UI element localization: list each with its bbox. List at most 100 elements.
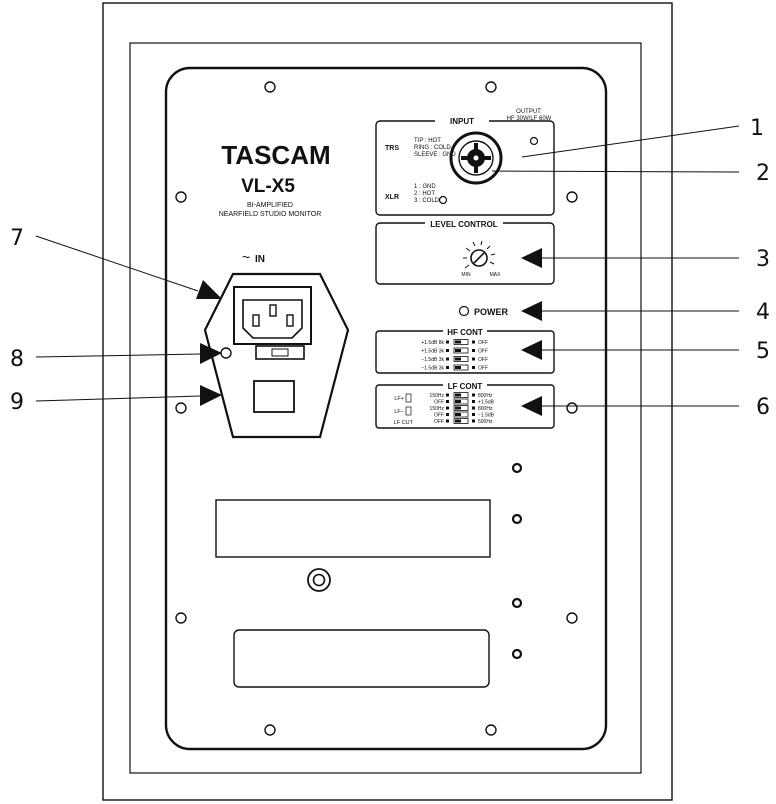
lf-group-minus: LF− (394, 409, 404, 415)
dip-marker (446, 419, 449, 423)
fastener (511, 648, 523, 660)
dip-right-label: OFF (478, 366, 488, 372)
dip-right-label: OFF (478, 349, 488, 355)
power-led (458, 305, 470, 317)
xlr-label: XLR (385, 194, 399, 201)
power-switch[interactable] (253, 380, 295, 413)
level-control-title: LEVEL CONTROL (430, 220, 498, 229)
center-screw-inner (312, 573, 326, 587)
iec-pin-right (286, 314, 294, 327)
power-inlet-housing (203, 272, 350, 439)
screw-hole (485, 81, 497, 93)
dip-switch[interactable] (453, 411, 469, 418)
dip-right-label: 800Hz (478, 406, 493, 412)
input-title: INPUT (450, 117, 474, 126)
jack-screw (529, 136, 539, 146)
screw-hole (566, 191, 578, 203)
dip-switch[interactable] (453, 356, 469, 362)
fuse-indicator (220, 347, 232, 359)
dip-right-label: 500Hz (478, 419, 493, 425)
lf-group-cut: LF CUT (394, 420, 414, 426)
fastener (511, 597, 523, 609)
trs-label: TRS (385, 145, 399, 152)
dip-left-label: OFF (434, 419, 444, 425)
callout-8: 8 (10, 343, 222, 372)
level-knob[interactable] (463, 240, 496, 269)
dip-right-label: +1.5dB (478, 400, 495, 406)
dip-switch-knob (455, 400, 461, 403)
dip-switch[interactable] (453, 339, 469, 345)
dip-marker (472, 419, 475, 423)
callout-1: 1 (521, 116, 764, 158)
svg-text:9: 9 (10, 390, 24, 415)
dip-switch-knob (455, 413, 461, 416)
trs-pin-1: TIP : HOT (414, 138, 441, 144)
fuse-holder (255, 345, 305, 360)
dip-marker (446, 413, 449, 416)
dip-marker (446, 406, 449, 410)
iec-pin-left (252, 314, 260, 327)
dip-marker (472, 406, 475, 410)
power-label: POWER (474, 307, 509, 317)
dip-left-label: +1.5dB 8k (421, 340, 444, 346)
subtitle-line-1: BI-AMPLIFIED (247, 202, 293, 209)
iec-pin-earth (269, 304, 277, 317)
dip-switch[interactable] (453, 392, 469, 398)
callout-2: 2 (491, 161, 770, 186)
small-fasteners (511, 462, 523, 660)
dip-switch[interactable] (453, 418, 469, 424)
fastener (511, 462, 523, 474)
svg-text:6: 6 (756, 395, 770, 420)
dip-left-label: OFF (434, 400, 444, 406)
dip-switch[interactable] (453, 364, 469, 371)
ac-symbol: ~ (242, 249, 250, 265)
dip-left-label: OFF (434, 413, 444, 419)
center-screw-outer (307, 568, 331, 592)
dip-switch[interactable] (453, 398, 469, 405)
dip-right-label: OFF (478, 357, 488, 363)
dip-switch-knob (455, 349, 461, 352)
svg-text:4: 4 (756, 300, 770, 325)
callout-3: 3 (521, 247, 770, 272)
dip-switch-knob (455, 357, 461, 361)
dip-left-label: 150Hz (430, 393, 445, 399)
brand-logo: TASCAM (221, 140, 330, 170)
dip-switch-knob (455, 366, 461, 369)
dip-marker (446, 400, 449, 403)
dip-switch-knob (455, 340, 461, 344)
dip-left-label: −1.5dB 3k (421, 357, 444, 363)
svg-text:3: 3 (756, 247, 770, 272)
dip-switch[interactable] (453, 347, 469, 354)
upper-port-slot (215, 499, 491, 558)
dip-right-label: OFF (478, 340, 488, 346)
dip-switch[interactable] (453, 405, 469, 411)
combo-input-jack[interactable] (449, 131, 503, 185)
ac-in-label: IN (255, 254, 265, 265)
level-max-label: MAX (490, 272, 502, 278)
dip-marker (472, 357, 475, 361)
subtitle-line-2: NEARFIELD STUDIO MONITOR (219, 211, 322, 218)
dip-switch-knob (455, 406, 461, 410)
xlr-pin-1: 1 : GND (414, 184, 436, 190)
dip-switch-knob (455, 419, 461, 423)
svg-text:5: 5 (756, 339, 770, 364)
dip-marker (446, 349, 449, 352)
output-note-1: OUTPUT: (516, 109, 542, 115)
dip-left-label: 150Hz (430, 406, 445, 412)
callout-9: 9 (10, 385, 222, 415)
dip-marker (472, 393, 475, 397)
rear-panel-plate (164, 66, 608, 751)
lf-group-plus: LF+ (394, 396, 404, 402)
dip-marker (446, 357, 449, 361)
fastener (511, 513, 523, 525)
lower-port-slot (233, 629, 490, 688)
svg-text:8: 8 (10, 347, 24, 372)
trs-pin-2: RING : COLD (414, 145, 451, 151)
screw-hole (264, 81, 276, 93)
model-name: VL-X5 (241, 176, 295, 197)
dip-left-label: +1.5dB 3k (421, 349, 444, 355)
iec-inlet-socket (242, 299, 303, 339)
mounting-screws (175, 81, 578, 736)
